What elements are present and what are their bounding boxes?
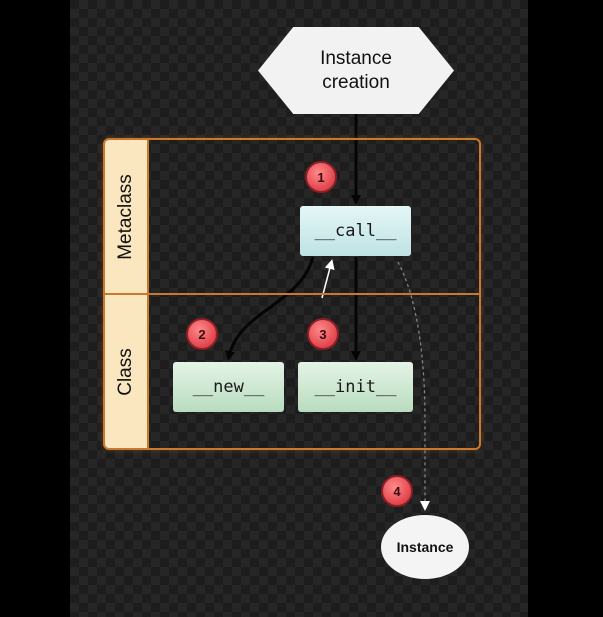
init-method-label: __init__ (314, 377, 397, 397)
lane-strip-divider (105, 293, 149, 295)
instance-creation-node: Instance creation (258, 27, 454, 114)
new-method-box: __new__ (173, 362, 284, 412)
lane-label-metaclass: Metaclass (105, 140, 147, 293)
lane-label-class: Class (105, 295, 147, 448)
call-method-box: __call__ (300, 206, 411, 256)
new-method-label: __new__ (192, 377, 265, 397)
class-label: Class (115, 347, 137, 396)
instance-creation-label: Instance creation (320, 47, 392, 93)
step-badge-4: 4 (381, 475, 413, 507)
metaclass-label: Metaclass (115, 173, 136, 260)
lane-divider (103, 293, 481, 295)
step-badge-2: 2 (186, 318, 218, 350)
step-badge-1: 1 (305, 161, 337, 193)
call-method-label: __call__ (314, 221, 397, 241)
init-method-box: __init__ (298, 362, 413, 412)
instance-label: Instance (396, 539, 454, 555)
step-badge-3: 3 (307, 318, 339, 350)
instance-node: Instance (381, 515, 469, 579)
